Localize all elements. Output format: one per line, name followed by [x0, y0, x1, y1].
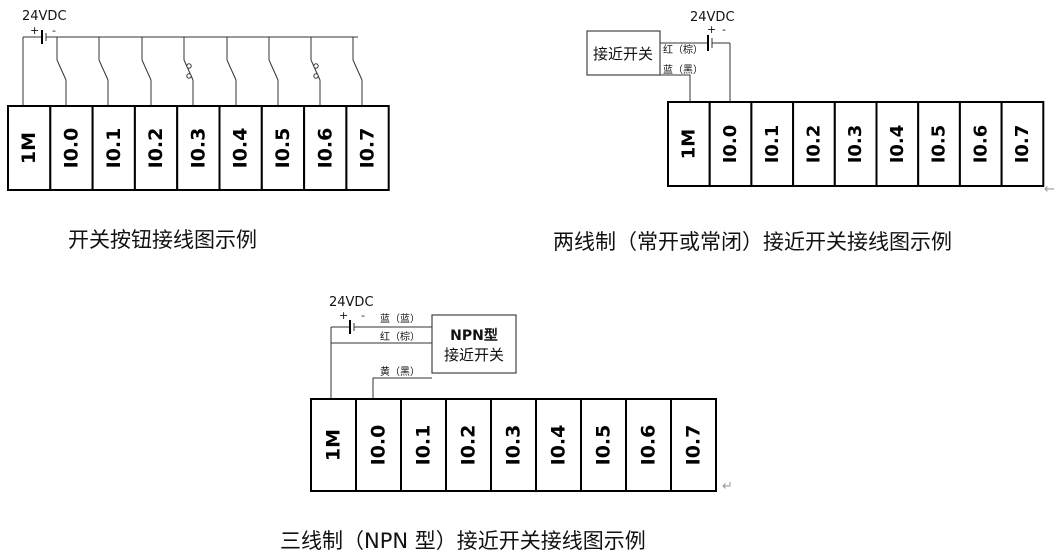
switch-wiring-diagram: 24VDC + - 1M I0.0 I0.1 I0.2 I0.3 I0.4 I0.5 I0.6… [7, 9, 390, 252]
two-wire-terminal-label: I0.1 [762, 125, 783, 164]
two-wire-red-label: 红（棕） [663, 43, 703, 56]
two-wire-blue-wire [660, 74, 691, 102]
three-wire-diagram: 24VDC + - 蓝（蓝） 红（棕） 黄（黑） NPN型 接近开关 1M I0.… [280, 295, 733, 553]
switch-terminal-label: I0.7 [357, 128, 379, 169]
two-wire-blue-label: 蓝（黑） [663, 64, 703, 76]
two-wire-terminal-cell [833, 101, 878, 187]
two-wire-supply-plus: + [707, 23, 716, 36]
switch-terminal-cell [345, 105, 390, 191]
switch-terminal-cell [7, 105, 52, 191]
switch-contact-branch [268, 37, 279, 106]
switch-supply-minus: - [52, 24, 56, 37]
two-wire-terminal-cell [750, 101, 795, 187]
switch-terminal-cell [91, 105, 136, 191]
switch-terminal-cell [303, 105, 348, 191]
three-wire-return-mark: ↵ [722, 479, 733, 494]
three-wire-yellow-label: 黄（黑） [380, 365, 420, 378]
switch-battery-symbol [22, 30, 358, 106]
three-wire-terminal-label: I0.0 [368, 425, 390, 466]
switch-terminal-label: I0.4 [230, 128, 252, 169]
switch-caption: 开关按钮接线图示例 [68, 228, 257, 252]
two-wire-caption: 两线制（常开或常闭）接近开关接线图示例 [553, 230, 952, 254]
switch-terminal-label: I0.6 [314, 128, 336, 169]
three-wire-terminal-cell [400, 398, 447, 492]
switch-contact-branch [226, 37, 237, 106]
switch-supply-label: 24VDC [22, 9, 67, 24]
switch-contact-branch [310, 37, 321, 106]
switch-contact-branch [56, 37, 67, 106]
two-wire-terminal-cell [792, 101, 836, 187]
three-wire-terminal-label: 1M [323, 429, 345, 461]
three-wire-red-label: 红（棕） [380, 330, 420, 343]
switch-terminal-label: I0.0 [60, 128, 82, 169]
two-wire-sensor-box: 接近开关 [586, 30, 661, 76]
switch-terminal-cell [260, 105, 306, 191]
three-wire-terminal-cell [670, 398, 717, 492]
two-wire-terminal-cell [1000, 101, 1045, 187]
three-wire-supply-plus: + [339, 309, 348, 322]
three-wire-terminal-block: 1M I0.0 I0.1 I0.2 I0.3 I0.4 I0.5 I0.6 I0.7 [310, 398, 717, 492]
two-wire-terminal-label: I0.6 [970, 125, 991, 164]
two-wire-terminal-block: 1M I0.0 I0.1 I0.2 I0.3 I0.4 I0.5 I0.6 I0.7 [667, 101, 1045, 187]
two-wire-terminal-cell [917, 101, 961, 187]
switch-terminal-cell [176, 105, 221, 191]
switch-contact-branch [352, 37, 363, 106]
switch-terminal-label: I0.5 [272, 128, 294, 169]
switch-contact-branch [141, 37, 152, 106]
three-wire-blue-label: 蓝（蓝） [380, 313, 420, 325]
three-wire-yellow-wire [372, 377, 432, 399]
two-wire-terminal-cell [708, 101, 753, 187]
switch-contact-branch [183, 37, 194, 106]
two-wire-terminal-label: I0.7 [1012, 125, 1033, 164]
three-wire-caption: 三线制（NPN 型）接近开关接线图示例 [280, 529, 646, 553]
three-wire-sensor-type: NPN型 [450, 327, 498, 344]
two-wire-terminal-label: I0.3 [845, 125, 866, 164]
three-wire-terminal-cell [625, 398, 672, 492]
three-wire-terminal-label: I0.4 [548, 425, 570, 466]
two-wire-terminal-label: I0.0 [720, 125, 741, 164]
two-wire-terminal-cell [958, 101, 1003, 187]
switch-terminal-cell [49, 105, 94, 191]
switch-contact-branch [98, 37, 109, 106]
switch-terminal-cell [133, 105, 179, 191]
switch-terminal-label: I0.3 [187, 128, 209, 169]
two-wire-terminal-label: I0.5 [929, 125, 950, 164]
three-wire-terminal-label: I0.2 [458, 425, 480, 466]
three-wire-terminal-cell [445, 398, 492, 492]
three-wire-terminal-cell [535, 398, 582, 492]
two-wire-diagram: 24VDC + - 接近开关 红（棕） 蓝（黑） 1M I0.0 I0.1 I0.2 I… [553, 10, 1055, 254]
two-wire-return-mark: ← [1044, 182, 1055, 197]
three-wire-terminal-label: I0.6 [638, 425, 660, 466]
switch-supply-plus: + [30, 24, 39, 37]
two-wire-battery-symbol [660, 35, 731, 102]
switch-terminal-label: I0.2 [145, 128, 167, 169]
two-wire-terminal-label: 1M [678, 129, 699, 159]
two-wire-supply-minus: - [722, 23, 726, 36]
two-wire-terminal-label: I0.4 [887, 125, 908, 164]
two-wire-terminal-cell [667, 101, 711, 187]
switch-branches [56, 37, 363, 106]
three-wire-sensor-box: NPN型 接近开关 [431, 314, 517, 374]
three-wire-terminal-label: I0.7 [683, 425, 705, 466]
switch-terminal-cell [218, 105, 263, 191]
two-wire-sensor-label: 接近开关 [593, 45, 653, 63]
three-wire-terminal-label: I0.5 [593, 425, 615, 466]
three-wire-terminal-label: I0.3 [503, 425, 525, 466]
three-wire-terminal-label: I0.1 [413, 425, 435, 466]
three-wire-sensor-label: 接近开关 [444, 346, 504, 364]
two-wire-terminal-label: I0.2 [803, 125, 824, 164]
switch-terminal-label: I0.1 [103, 128, 125, 169]
three-wire-supply-label: 24VDC [329, 295, 374, 310]
three-wire-supply-minus: - [361, 309, 365, 322]
two-wire-supply-label: 24VDC [690, 10, 735, 25]
three-wire-battery-symbol [330, 320, 432, 399]
three-wire-terminal-cell [490, 398, 537, 492]
switch-terminal-label: 1M [18, 132, 40, 164]
switch-terminal-block: 1M I0.0 I0.1 I0.2 I0.3 I0.4 I0.5 I0.6 I0.7 [7, 105, 390, 191]
